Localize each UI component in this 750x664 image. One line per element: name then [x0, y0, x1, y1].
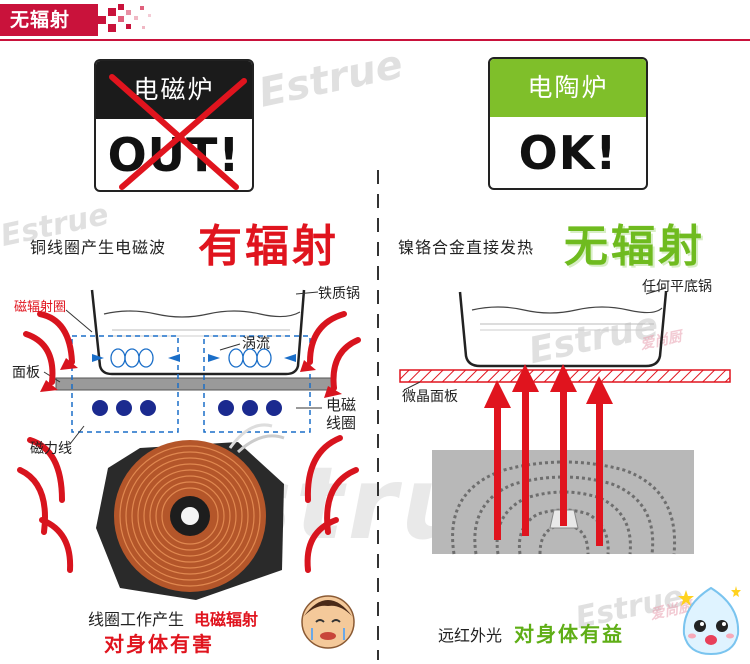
- center-divider: [377, 170, 379, 660]
- red-cross-icon: [109, 74, 247, 190]
- sad-face-icon: [301, 595, 355, 649]
- induction-diagram: [17, 289, 361, 600]
- left-bottom-text: 线圈工作产生: [88, 610, 185, 629]
- right-bottom-text: 远红外光: [438, 626, 503, 645]
- label-magnetic-lines: 磁力线: [30, 441, 72, 457]
- sign-ceramic-cooker: 电陶炉 OK!: [488, 57, 648, 190]
- label-ceramic-panel: 微晶面板: [402, 389, 458, 405]
- ceramic-diagram: [399, 287, 731, 555]
- left-bottom-highlight: 电磁辐射: [194, 610, 259, 629]
- right-headline: 无辐射: [564, 221, 705, 272]
- sign-verdict: OK!: [518, 126, 618, 180]
- left-subtitle: 铜线圈产生电磁波: [30, 238, 167, 257]
- sign-title: 电陶炉: [490, 59, 646, 117]
- right-subtitle: 镍铬合金直接发热: [398, 238, 535, 257]
- label-radiation-ring: 磁辐射圈: [14, 300, 67, 315]
- label-coil-line1: 电磁: [326, 396, 357, 414]
- banner-underline: [0, 39, 750, 41]
- watermark-brand: Estrue: [254, 41, 407, 117]
- label-flat-pot: 任何平底锅: [642, 279, 712, 295]
- label-eddy-current: 涡流: [242, 336, 270, 352]
- section-tag: 无辐射: [0, 4, 98, 36]
- right-bottom-benefit: 对身体有益: [514, 622, 624, 646]
- left-headline: 有辐射: [198, 221, 339, 272]
- pixel-decoration-icon: [98, 4, 151, 32]
- label-coil-line2: 线圈: [326, 414, 357, 432]
- label-iron-pot: 铁质锅: [318, 286, 360, 302]
- label-panel: 面板: [12, 365, 40, 381]
- left-bottom-warning: 对身体有害: [104, 632, 214, 656]
- happy-mascot-icon: [678, 586, 741, 656]
- sign-title: 电磁炉: [96, 61, 252, 119]
